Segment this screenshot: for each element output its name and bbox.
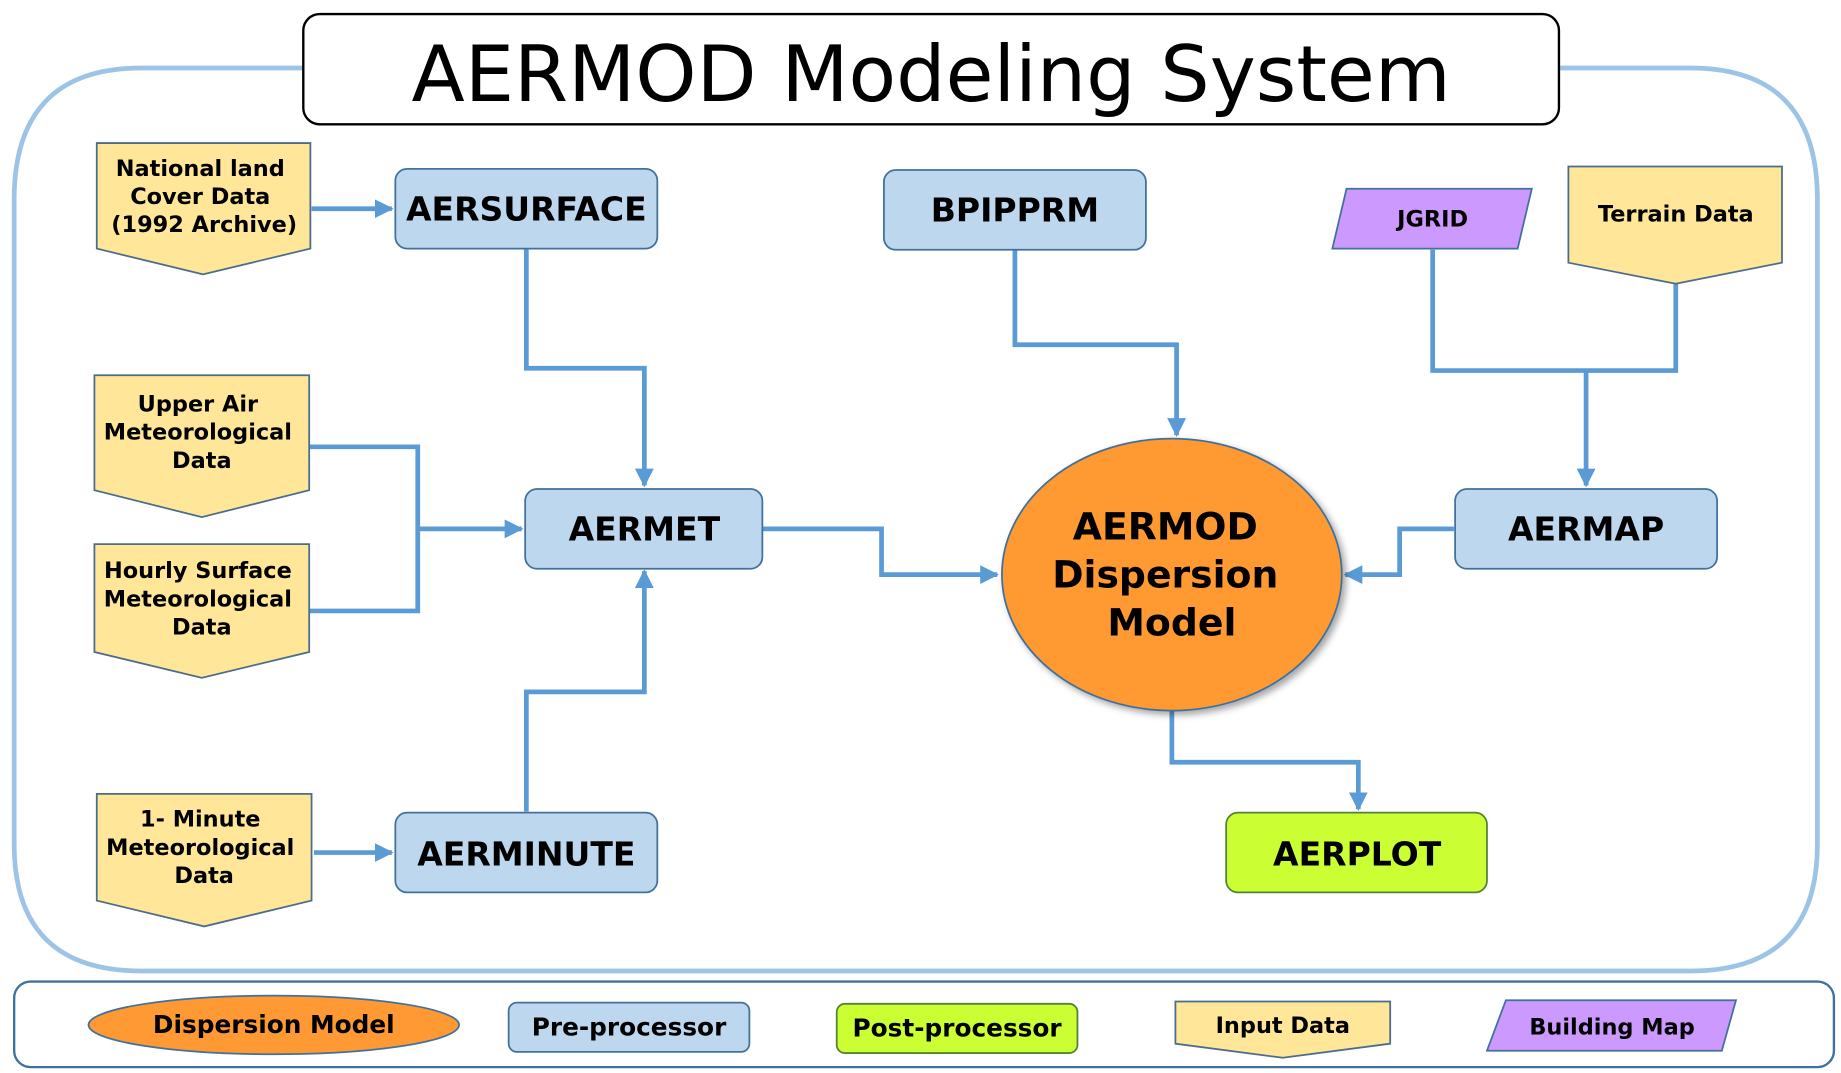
node-aersurface[interactable]: AERSURFACE [394, 167, 659, 250]
svg-text:Dispersion Model: Dispersion Model [153, 1010, 395, 1039]
node-aermet[interactable]: AERMET [524, 488, 764, 570]
input-national-land-cover: National land Cover Data (1992 Archive) [95, 142, 312, 276]
svg-text:AERMAP: AERMAP [1508, 510, 1664, 549]
node-aermap[interactable]: AERMAP [1454, 488, 1718, 570]
svg-text:JGRID: JGRID [1395, 206, 1468, 232]
svg-text:Terrain Data: Terrain Data [1598, 202, 1754, 228]
connector-jgrid-terrain-to-aermap [1430, 249, 1679, 486]
svg-text:1- Minute Meteorological: 1- Minute Meteorological Data [106, 807, 302, 889]
connector-aermet-to-aermod [762, 526, 1000, 584]
input-1-minute-data: 1- Minute Meteorological Data [95, 793, 313, 928]
svg-text:AERSURFACE: AERSURFACE [406, 190, 647, 229]
connectors [309, 199, 1679, 862]
connector-upper-air-to-aermet [309, 444, 521, 614]
title-box: AERMOD Modeling System [302, 12, 1561, 126]
svg-text:Post-processor: Post-processor [852, 1014, 1062, 1043]
legend: Dispersion Model Pre-processor Post-proc… [12, 980, 1836, 1069]
input-hourly-surface-data: Hourly Surface Meteorological Data [93, 543, 311, 679]
legend-building-map: Building Map [1485, 999, 1738, 1052]
connector-aersurface-to-aermet [523, 248, 654, 488]
connector-aermap-to-aermod [1343, 526, 1454, 584]
svg-text:AERPLOT: AERPLOT [1273, 835, 1442, 874]
connector-bpipprm-to-aermod [1012, 249, 1187, 437]
page-title: AERMOD Modeling System [412, 30, 1451, 120]
legend-dispersion-model: Dispersion Model [87, 994, 460, 1056]
connector-aerminute-to-aermet [523, 569, 654, 812]
node-aermod-dispersion-model[interactable]: AERMOD Dispersion Model [1001, 437, 1343, 712]
svg-text:Upper Air Meteorological: Upper Air Meteorological Data [104, 392, 300, 474]
legend-post-processor: Post-processor [835, 1002, 1079, 1054]
svg-text:National land Cover Data: National land Cover Data (1992 Archive) [111, 156, 297, 238]
svg-text:AERMINUTE: AERMINUTE [417, 835, 635, 874]
connector-aermod-to-aerplot [1169, 710, 1368, 812]
svg-text:AERMET: AERMET [569, 510, 721, 549]
svg-text:BPIPPRM: BPIPPRM [931, 191, 1099, 230]
svg-text:Hourly Surface Meteorolo: Hourly Surface Meteorological Data [104, 558, 300, 640]
outer-frame [11, 65, 1820, 974]
input-terrain-data: Terrain Data [1567, 165, 1783, 285]
legend-input-data: Input Data [1174, 1000, 1392, 1059]
svg-text:Building Map: Building Map [1529, 1014, 1694, 1040]
svg-text:AERMOD Dispersion: AERMOD Dispersion Model [1052, 505, 1291, 645]
node-aerplot[interactable]: AERPLOT [1225, 811, 1488, 894]
node-jgrid[interactable]: JGRID [1331, 187, 1533, 250]
node-bpipprm[interactable]: BPIPPRM [883, 169, 1147, 251]
node-aerminute[interactable]: AERMINUTE [394, 811, 659, 894]
input-upper-air-data: Upper Air Meteorological Data [93, 374, 311, 519]
svg-text:Pre-processor: Pre-processor [532, 1013, 727, 1042]
legend-pre-processor: Pre-processor [507, 1001, 751, 1053]
svg-text:Input Data: Input Data [1216, 1013, 1350, 1039]
